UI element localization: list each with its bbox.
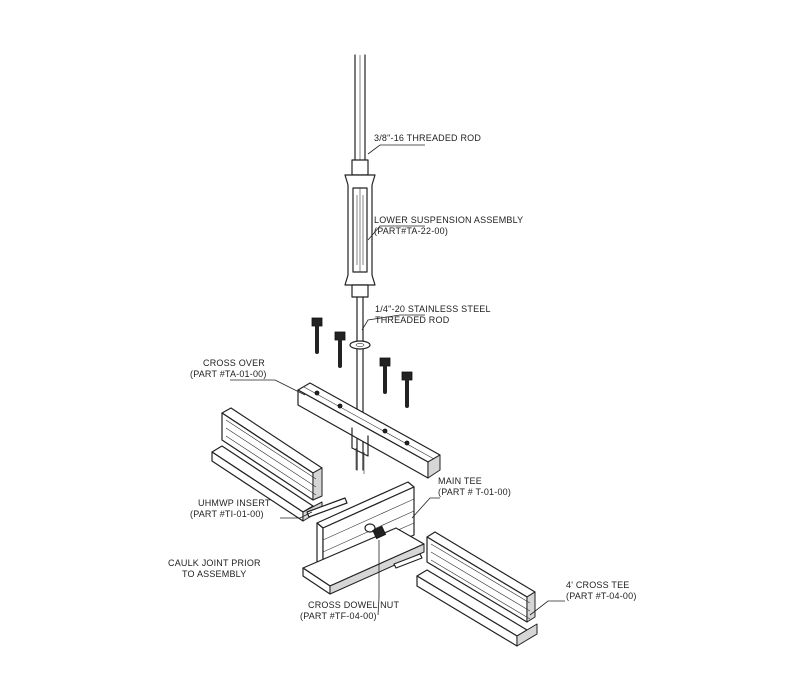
label-dowel-nut-1: CROSS DOWEL NUT xyxy=(308,600,399,610)
joint-strip xyxy=(393,553,423,569)
leader-lines xyxy=(230,144,565,616)
label-lower-suspension-1: LOWER SUSPENSION ASSEMBLY xyxy=(374,215,523,225)
label-lower-suspension-2: (PART#TA-22-00) xyxy=(374,226,448,236)
label-main-tee-1: MAIN TEE xyxy=(438,476,482,486)
threaded-rod xyxy=(354,54,366,161)
label-stainless-rod-2: THREADED ROD xyxy=(375,315,450,325)
bolt-3 xyxy=(379,357,391,394)
label-cross-tee-2: (PART #T-04-00) xyxy=(566,591,637,601)
label-cross-tee-1: 4' CROSS TEE xyxy=(566,580,629,590)
uhmwp-insert xyxy=(306,497,348,518)
label-cross-over-1: CROSS OVER xyxy=(203,358,265,368)
label-caulk-1: CAULK JOINT PRIOR xyxy=(168,558,261,568)
labels: 3/8"-16 THREADED ROD LOWER SUSPENSION AS… xyxy=(168,133,637,621)
label-caulk-2: TO ASSEMBLY xyxy=(182,569,246,579)
label-cross-over-2: (PART #TA-01-00) xyxy=(190,369,267,379)
label-dowel-nut-2: (PART #TF-04-00) xyxy=(300,611,377,621)
bolt-4 xyxy=(401,371,413,408)
label-main-tee-2: (PART # T-01-00) xyxy=(438,487,511,497)
main-tee xyxy=(302,481,425,595)
bolt-1 xyxy=(311,317,323,354)
lower-suspension-assembly xyxy=(344,159,376,298)
label-stainless-rod-1: 1/4"-20 STAINLESS STEEL xyxy=(375,304,491,314)
four-foot-cross-tee xyxy=(416,531,538,647)
cross-over xyxy=(297,382,441,479)
bolt-2 xyxy=(334,331,346,368)
cross-dowel-nut xyxy=(372,525,387,540)
label-uhmwp-2: (PART #TI-01-00) xyxy=(190,509,264,519)
label-threaded-rod: 3/8"-16 THREADED ROD xyxy=(374,133,481,143)
label-uhmwp-1: UHMWP INSERT xyxy=(198,498,271,508)
